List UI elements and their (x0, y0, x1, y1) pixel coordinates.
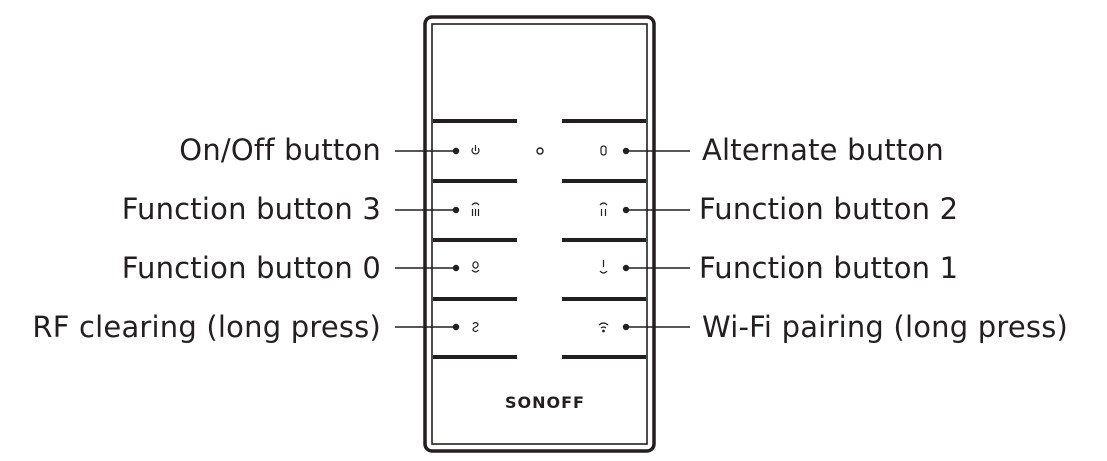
label-function-button-3: Function button 3 (121, 192, 381, 226)
label-on-off-button: On/Off button (179, 133, 381, 167)
label-wifi-pairing: Wi-Fi pairing (long press) (702, 310, 1069, 344)
right-leader-lines (626, 150, 690, 328)
label-alternate-button: Alternate button (702, 133, 944, 167)
left-leader-dots (452, 147, 460, 331)
wifi-icon (598, 322, 609, 333)
remote-body-inner (431, 23, 648, 445)
left-leader-lines (395, 150, 456, 328)
bar-arc-icon (599, 260, 608, 274)
circle-arc-icon (471, 261, 480, 273)
power-icon (471, 145, 480, 155)
right-leader-dots (622, 147, 630, 331)
remote-body-outer (423, 15, 656, 453)
zero-icon (600, 145, 607, 156)
label-function-button-2: Function button 2 (699, 192, 959, 226)
right-button-dividers (562, 119, 646, 359)
two-bars-arc-icon (599, 202, 608, 216)
rf-icon (472, 321, 479, 333)
label-function-button-1: Function button 1 (699, 251, 959, 285)
led-indicator (536, 147, 544, 155)
left-button-dividers (433, 119, 517, 359)
label-function-button-0: Function button 0 (121, 251, 381, 285)
three-bars-arc-icon (471, 202, 480, 216)
brand-logo: SONOFF (505, 393, 585, 412)
label-rf-clearing: RF clearing (long press) (32, 310, 381, 344)
